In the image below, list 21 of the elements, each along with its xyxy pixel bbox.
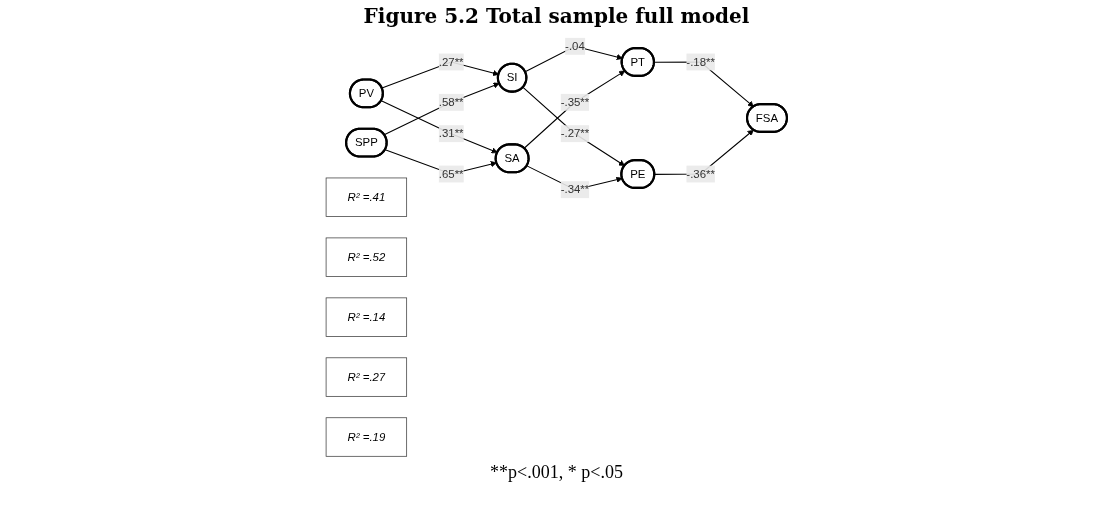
node-box: R² =.27 bbox=[325, 357, 408, 397]
edge-label: -.04 bbox=[565, 39, 585, 52]
arrow bbox=[522, 86, 625, 167]
figure-title: Figure 5.2 Total sample full model bbox=[362, 4, 751, 28]
node-box: R² =.52 bbox=[325, 237, 408, 277]
edge-label: .27** bbox=[438, 55, 464, 68]
arrow bbox=[523, 70, 626, 149]
edge-label: -.36** bbox=[686, 167, 715, 180]
node-box: R² =.41 bbox=[325, 177, 408, 217]
edge-label: -.35** bbox=[560, 95, 590, 109]
edge-label: -.18** bbox=[686, 55, 715, 68]
significance-note: **p<.001, * p<.05 bbox=[490, 462, 623, 483]
edge-label: .65** bbox=[438, 167, 464, 180]
edge-label: -.34** bbox=[560, 183, 590, 196]
arrow bbox=[383, 82, 500, 136]
edge-label: .31** bbox=[438, 127, 464, 140]
node-box: R² =.14 bbox=[325, 297, 408, 337]
edge-label: .58** bbox=[438, 95, 464, 109]
arrow bbox=[380, 100, 498, 154]
edge-label: -.27** bbox=[560, 127, 590, 140]
node-box: R² =.19 bbox=[325, 417, 408, 457]
